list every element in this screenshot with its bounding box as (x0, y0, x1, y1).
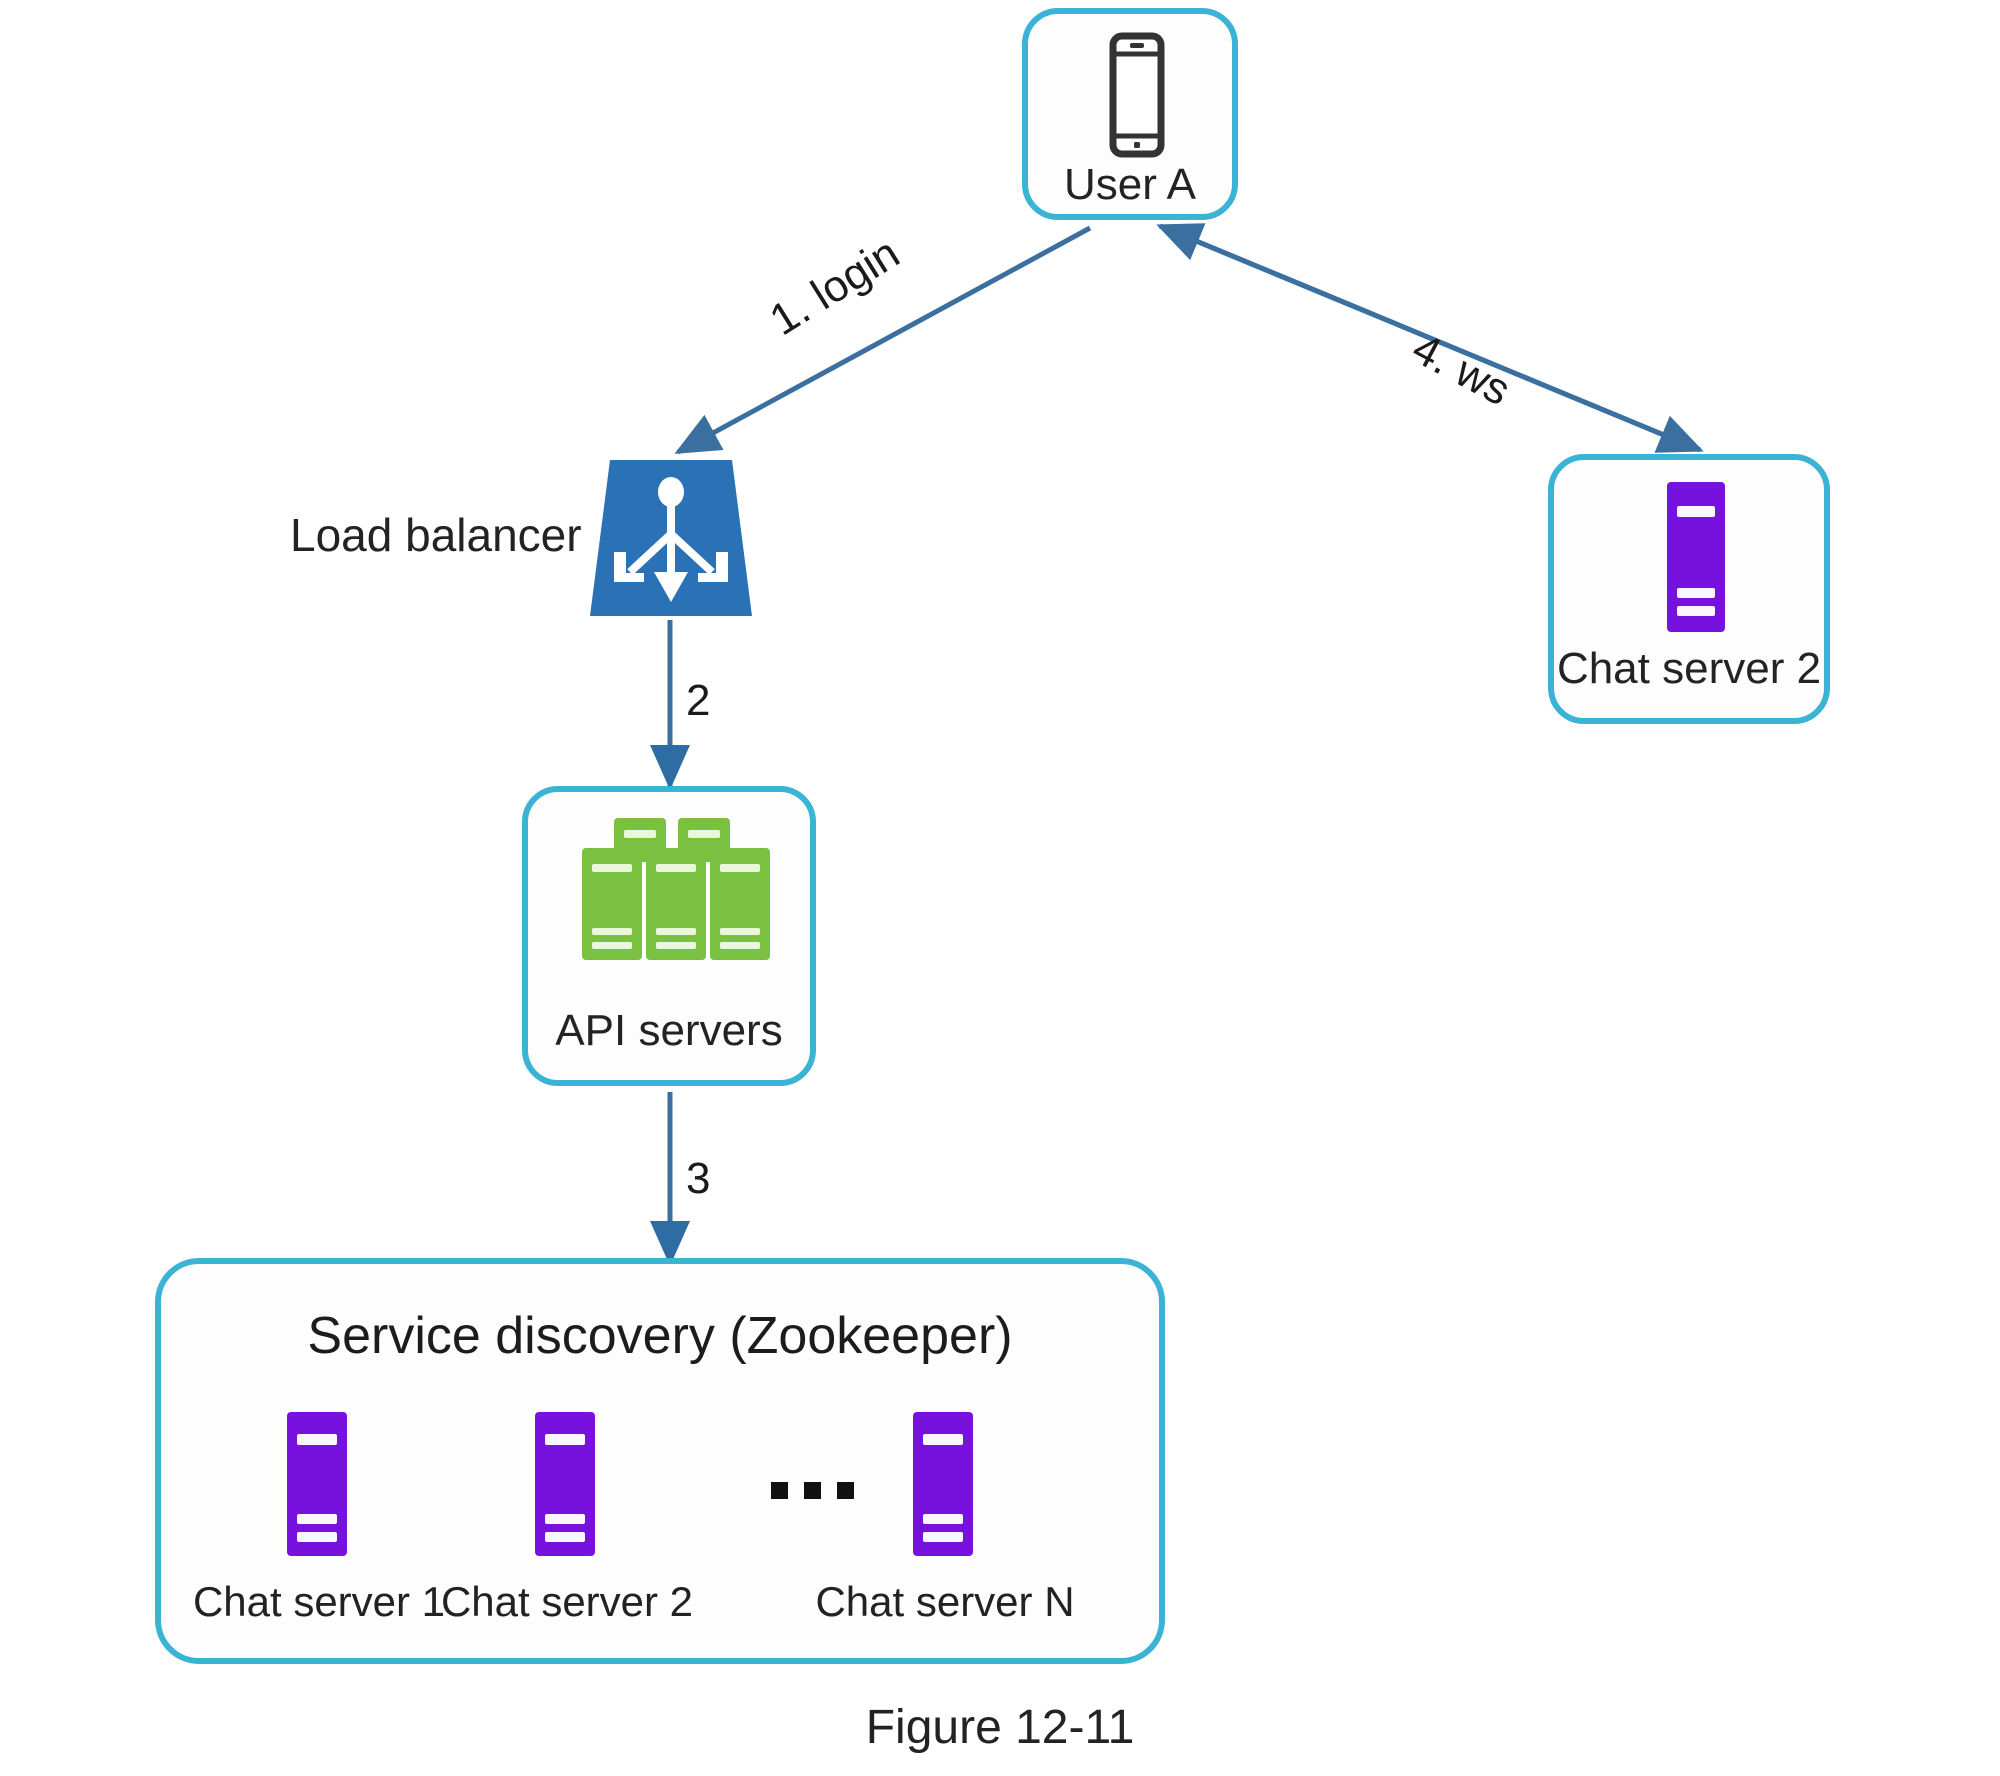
node-load-balancer[interactable] (586, 456, 756, 620)
zk-server-icon-n[interactable] (909, 1410, 981, 1558)
server-icon (913, 1412, 973, 1556)
service-discovery-title: Service discovery (Zookeeper) (307, 1307, 1013, 1365)
node-chat-server-2[interactable]: Chat server 2 (1548, 454, 1830, 724)
node-service-discovery[interactable]: Service discovery (Zookeeper) Chat serve… (155, 1258, 1165, 1664)
node-chat-server-2-label: Chat server 2 (1556, 644, 1822, 693)
server-icon (535, 1412, 595, 1556)
server-stack-icon (582, 818, 770, 960)
node-api-servers-label: API servers (555, 1006, 783, 1055)
edge-label-3: 3 (686, 1154, 711, 1203)
node-user-a[interactable]: User A (1022, 8, 1238, 220)
edge-ws-line-b (1159, 223, 1704, 453)
server-icon (287, 1412, 347, 1556)
zk-server-label-n: Chat server N (815, 1578, 1075, 1625)
zk-server-icon-2[interactable] (531, 1410, 603, 1558)
node-api-servers[interactable]: API servers (522, 786, 816, 1086)
smartphone-icon (1109, 32, 1165, 158)
edge-label-2: 2 (686, 676, 711, 725)
figure-caption: Figure 12-11 (865, 1701, 1135, 1754)
zk-server-icon-1[interactable] (283, 1410, 355, 1558)
node-load-balancer-label: Load balancer (290, 509, 582, 561)
edge-login-line (674, 225, 1092, 455)
zk-server-label-1: Chat server 1 (192, 1578, 446, 1625)
server-icon (1667, 482, 1725, 632)
ellipsis-icon (771, 1482, 854, 1499)
load-balancer-distribute-icon (590, 460, 752, 616)
zk-server-label-2: Chat server 2 (440, 1578, 694, 1625)
node-user-a-label: User A (1063, 160, 1197, 209)
